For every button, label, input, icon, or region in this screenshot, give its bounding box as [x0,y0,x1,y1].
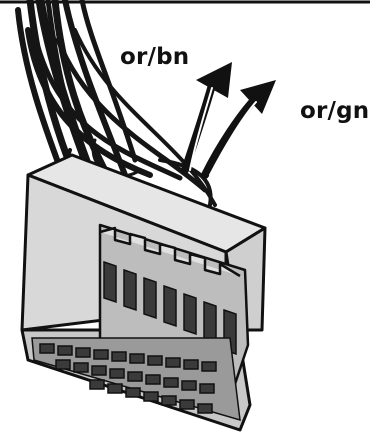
arrow-up-right-icon [201,80,276,179]
arrow-up-right-icon [181,62,232,174]
connector-pin-cavities [31,337,241,422]
wire-label-or-gn: or/gn [300,98,370,124]
wire-label-or-bn: or/bn [120,44,190,70]
